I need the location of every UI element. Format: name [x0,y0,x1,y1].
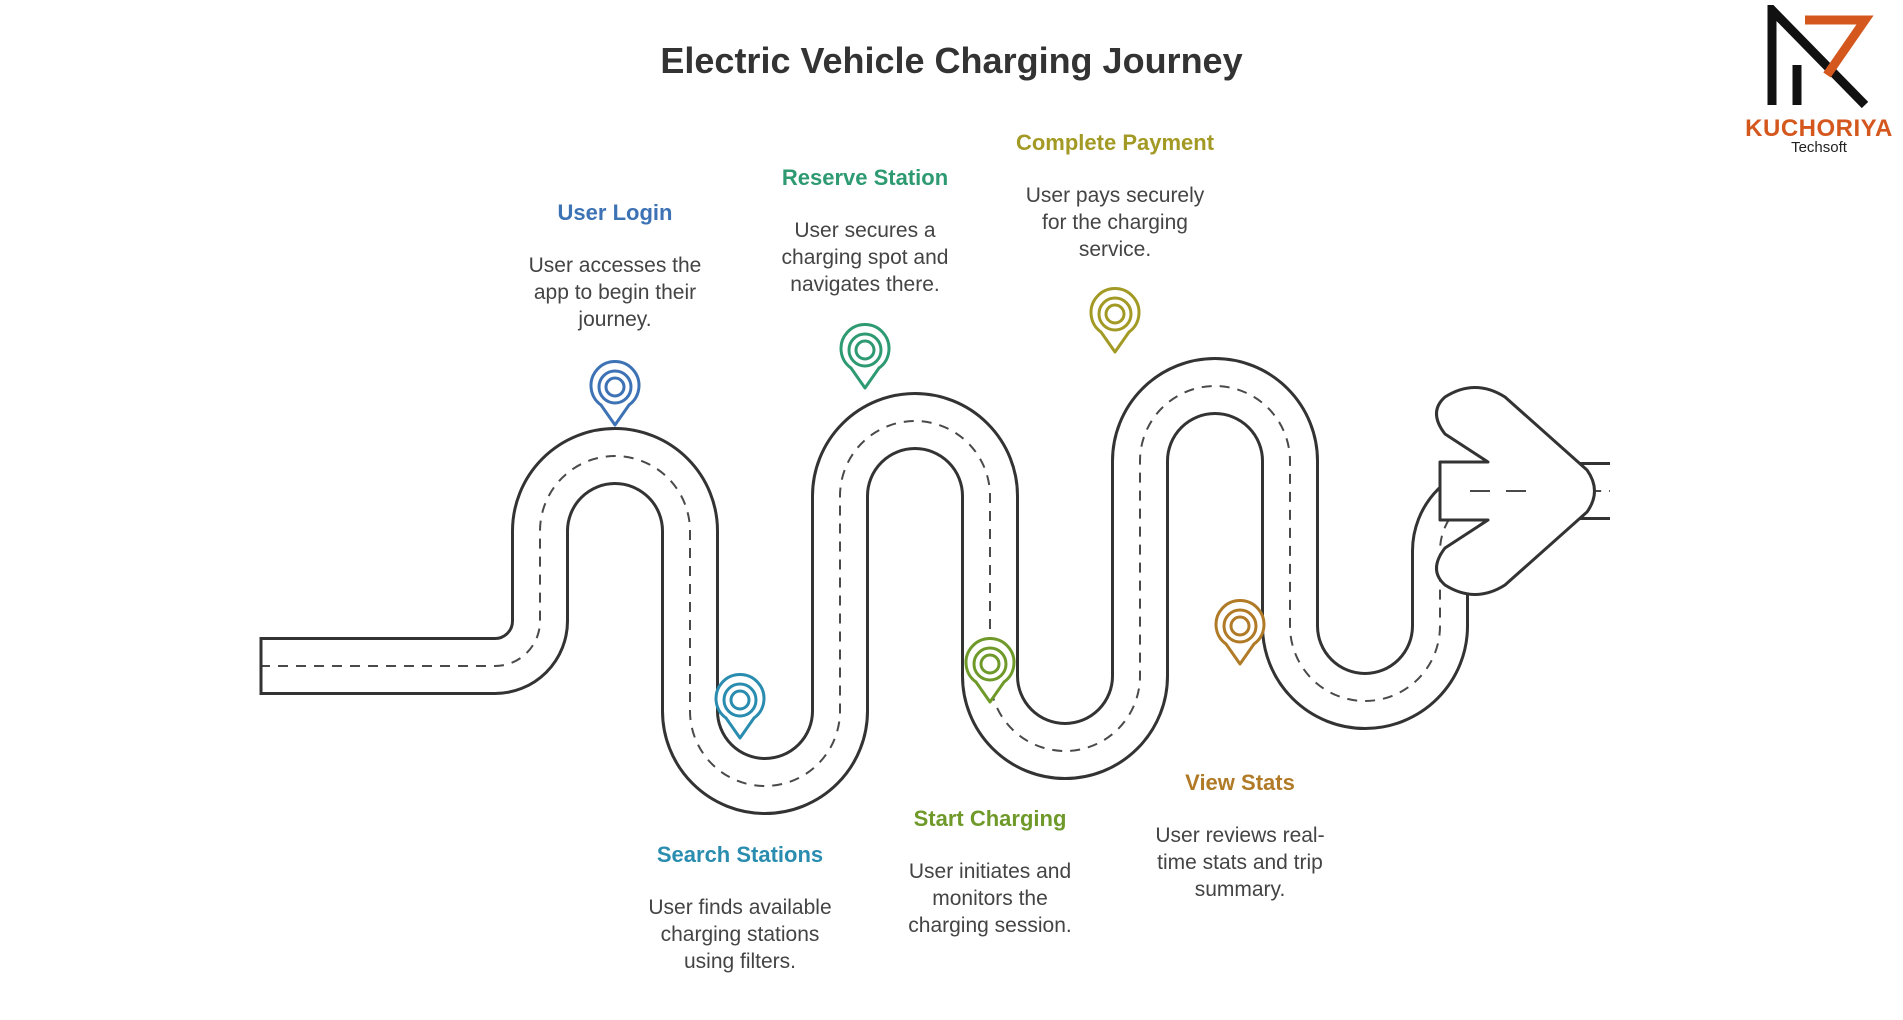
brand-name: KUCHORIYA [1745,115,1893,142]
location-pin-icon [964,637,1016,704]
brand-tagline: Techsoft [1791,139,1847,156]
step-title-reserve-station: Reserve Station [781,165,949,190]
location-pin-icon [1089,287,1141,354]
location-pin-icon [839,323,891,390]
page-title: Electric Vehicle Charging Journey [660,40,1243,81]
brand-logo-icon [1767,5,1874,109]
step-title-complete-payment: Complete Payment [1015,130,1215,155]
location-pin-icon [589,360,641,427]
step-title-search-stations: Search Stations [656,842,824,867]
step-title-user-login: User Login [557,200,673,225]
location-pin-icon [714,673,766,740]
step-title-view-stats: View Stats [1185,770,1295,795]
road [260,386,1610,786]
road-arrowhead [1435,386,1596,596]
location-pin-icon [1214,599,1266,666]
step-title-start-charging: Start Charging [913,806,1067,831]
